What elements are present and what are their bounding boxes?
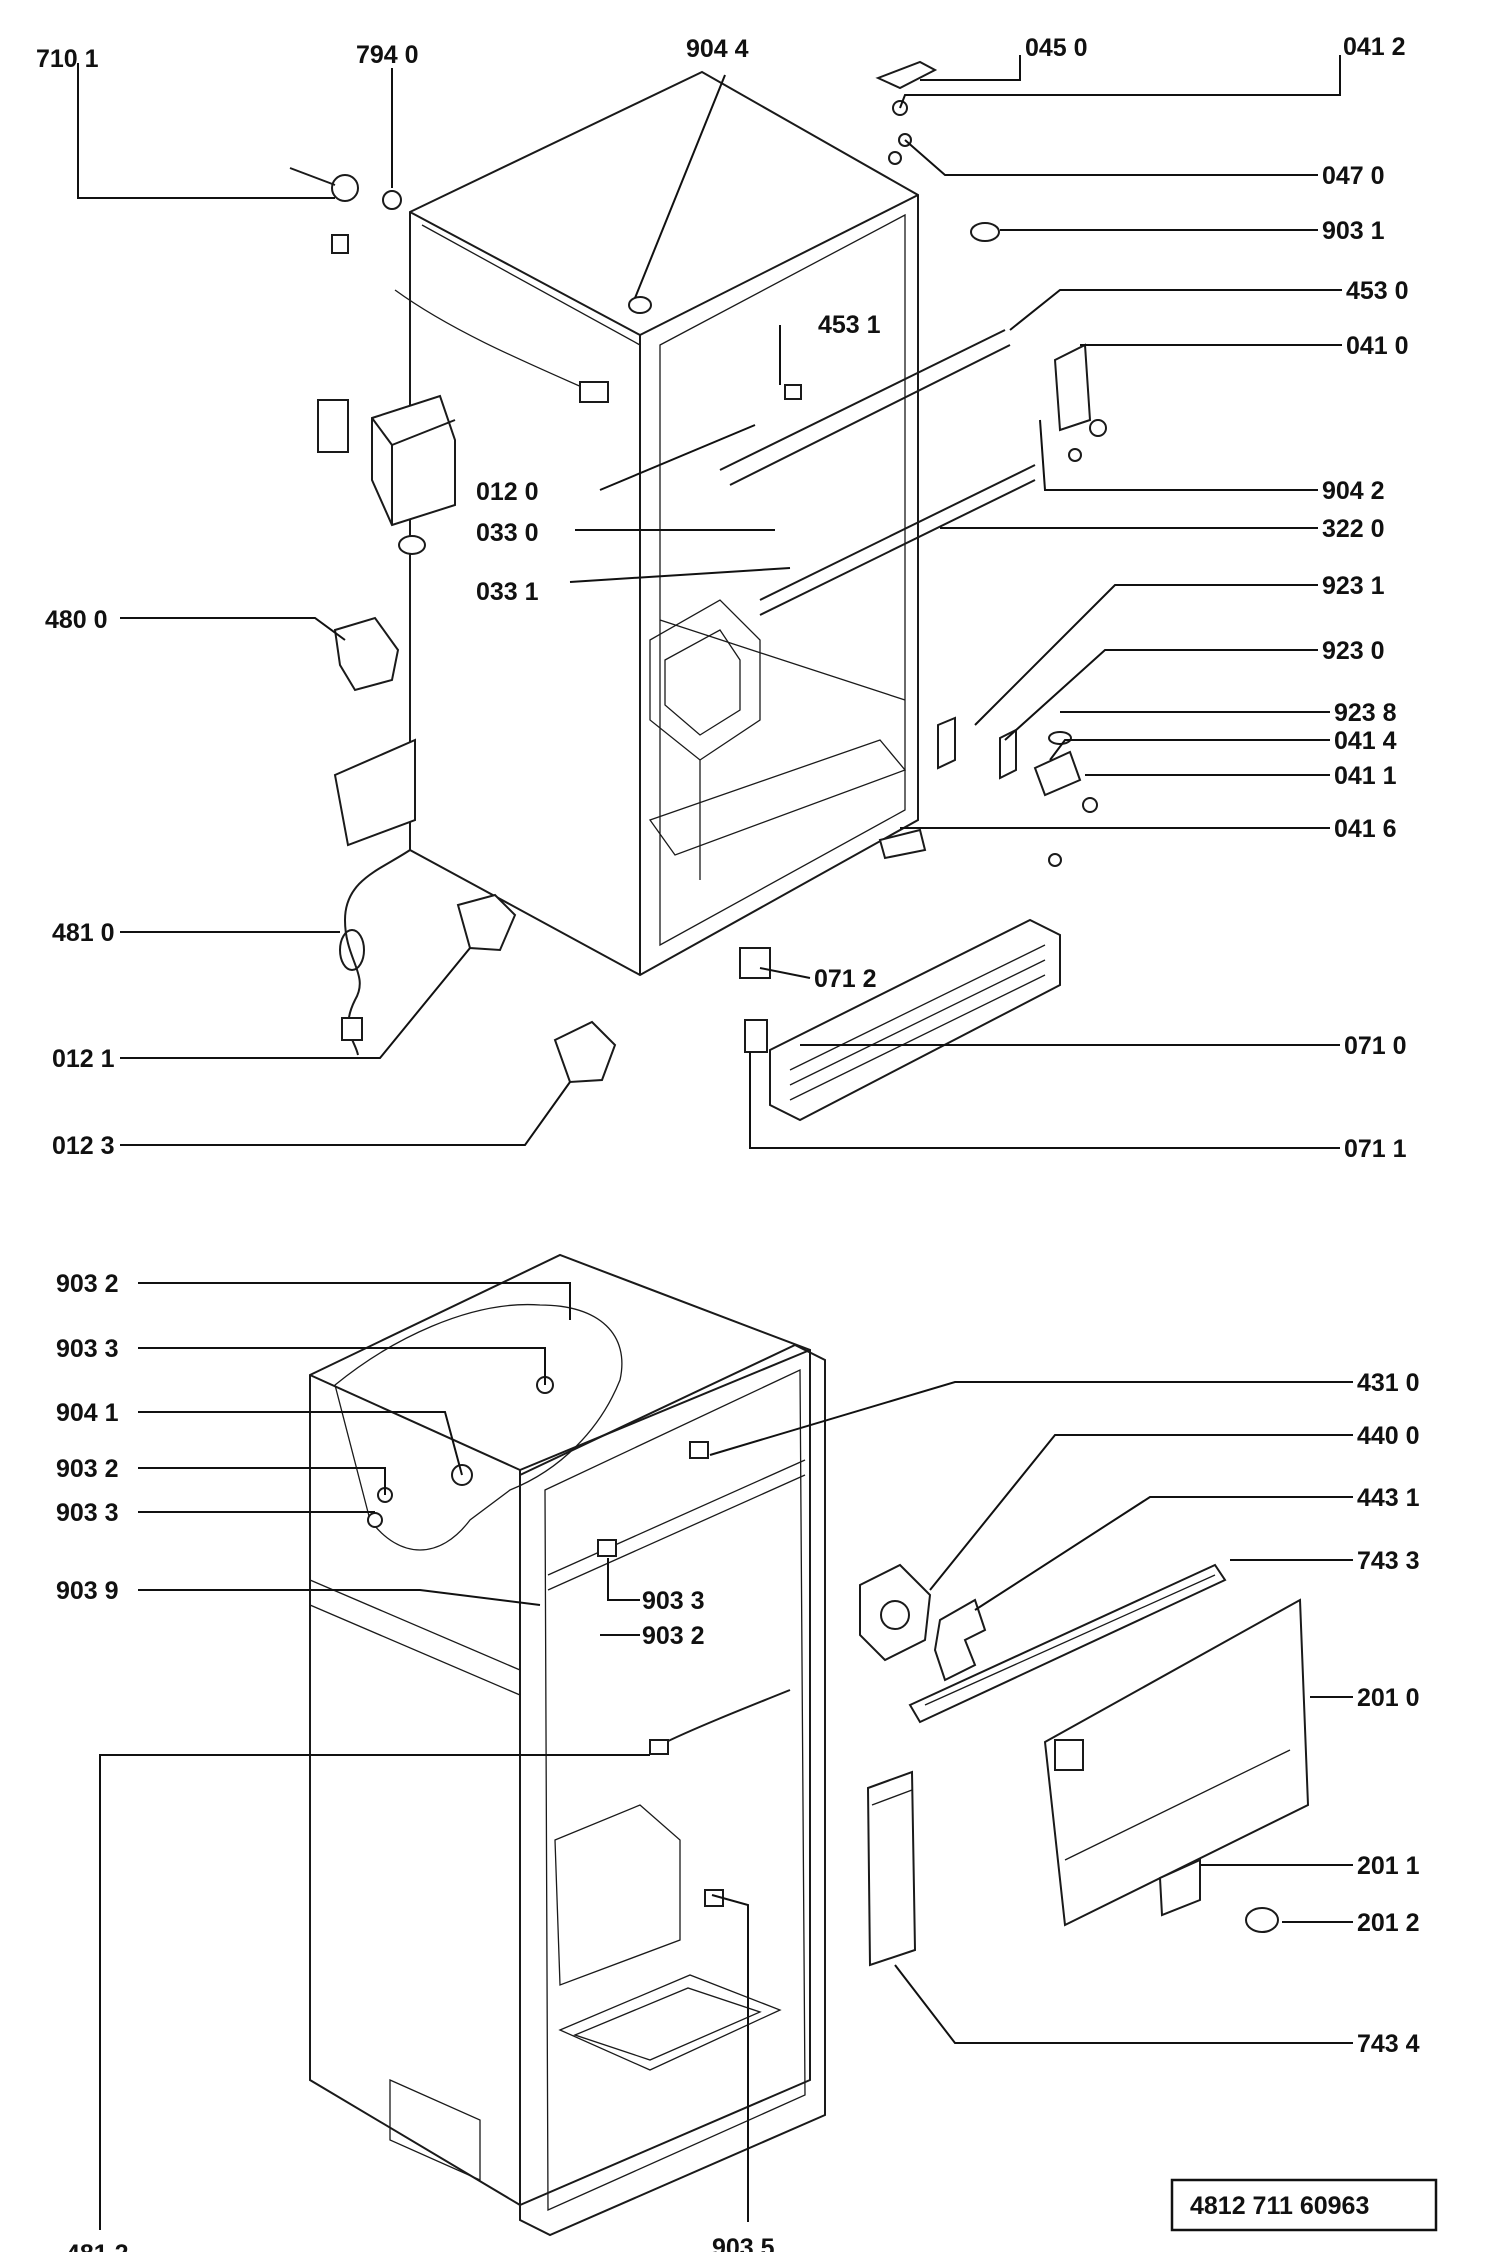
upper-callout-labels: 710 1 794 0 904 4 045 0 041 2 047 0 903 … [36,33,1409,1163]
callout-label: 923 1 [1322,572,1385,600]
callout-label: 903 3 [642,1587,705,1615]
upper-cabinet-drawing [394,70,1036,977]
callout-label: 012 1 [52,1045,115,1073]
callout-label: 904 1 [56,1399,119,1427]
lower-callout-labels: 903 2 903 3 904 1 903 2 903 3 903 9 903 … [56,1270,1420,2252]
reference-code-box: 4812 711 60963 [1170,2178,1438,2232]
callout-label: 041 2 [1343,33,1406,61]
callout-label: 201 1 [1357,1852,1420,1880]
upper-leader-lines [77,55,1342,1149]
callout-label: 071 0 [1344,1032,1407,1060]
callout-label: 903 2 [642,1622,705,1650]
callout-label: 041 6 [1334,815,1397,843]
callout-label: 041 1 [1334,762,1397,790]
callout-label: 903 1 [1322,217,1385,245]
callout-label: 443 1 [1357,1484,1420,1512]
lower-liner-drawing [309,1253,826,2237]
callout-label: 033 1 [476,578,539,606]
callout-label: 904 4 [686,35,749,63]
reference-code: 4812 711 60963 [1190,2192,1369,2220]
callout-label: 071 2 [814,965,877,993]
callout-label: 012 3 [52,1132,115,1160]
callout-label: 453 0 [1346,277,1409,305]
lower-leader-lines [99,1282,1353,2230]
callout-label: 743 3 [1357,1547,1420,1575]
callout-label: 071 1 [1344,1135,1407,1163]
callout-label: 453 1 [818,311,881,339]
callout-label: 012 0 [476,478,539,506]
callout-label: 431 0 [1357,1369,1420,1397]
callout-label: 481 0 [52,919,115,947]
callout-label: 743 4 [1357,2030,1420,2058]
callout-label: 440 0 [1357,1422,1420,1450]
callout-label: 481 2 [66,2240,129,2252]
callout-label: 201 2 [1357,1909,1420,1937]
lower-small-parts [367,1376,1310,1967]
callout-label: 033 0 [476,519,539,547]
callout-label: 201 0 [1357,1684,1420,1712]
callout-label: 903 3 [56,1335,119,1363]
callout-label: 904 2 [1322,477,1385,505]
callout-label: 041 4 [1334,727,1397,755]
callout-label: 045 0 [1025,34,1088,62]
callout-label: 923 0 [1322,637,1385,665]
upper-small-parts [289,60,1107,1122]
callout-label: 903 3 [56,1499,119,1527]
callout-label: 794 0 [356,41,419,69]
callout-label: 903 9 [56,1577,119,1605]
callout-label: 903 5 [712,2234,775,2252]
callout-label: 710 1 [36,45,99,73]
callout-label: 047 0 [1322,162,1385,190]
callout-label: 480 0 [45,606,108,634]
callout-label: 041 0 [1346,332,1409,360]
callout-label: 903 2 [56,1455,119,1483]
callout-label: 923 8 [1334,699,1397,727]
callout-label: 322 0 [1322,515,1385,543]
callout-label: 903 2 [56,1270,119,1298]
